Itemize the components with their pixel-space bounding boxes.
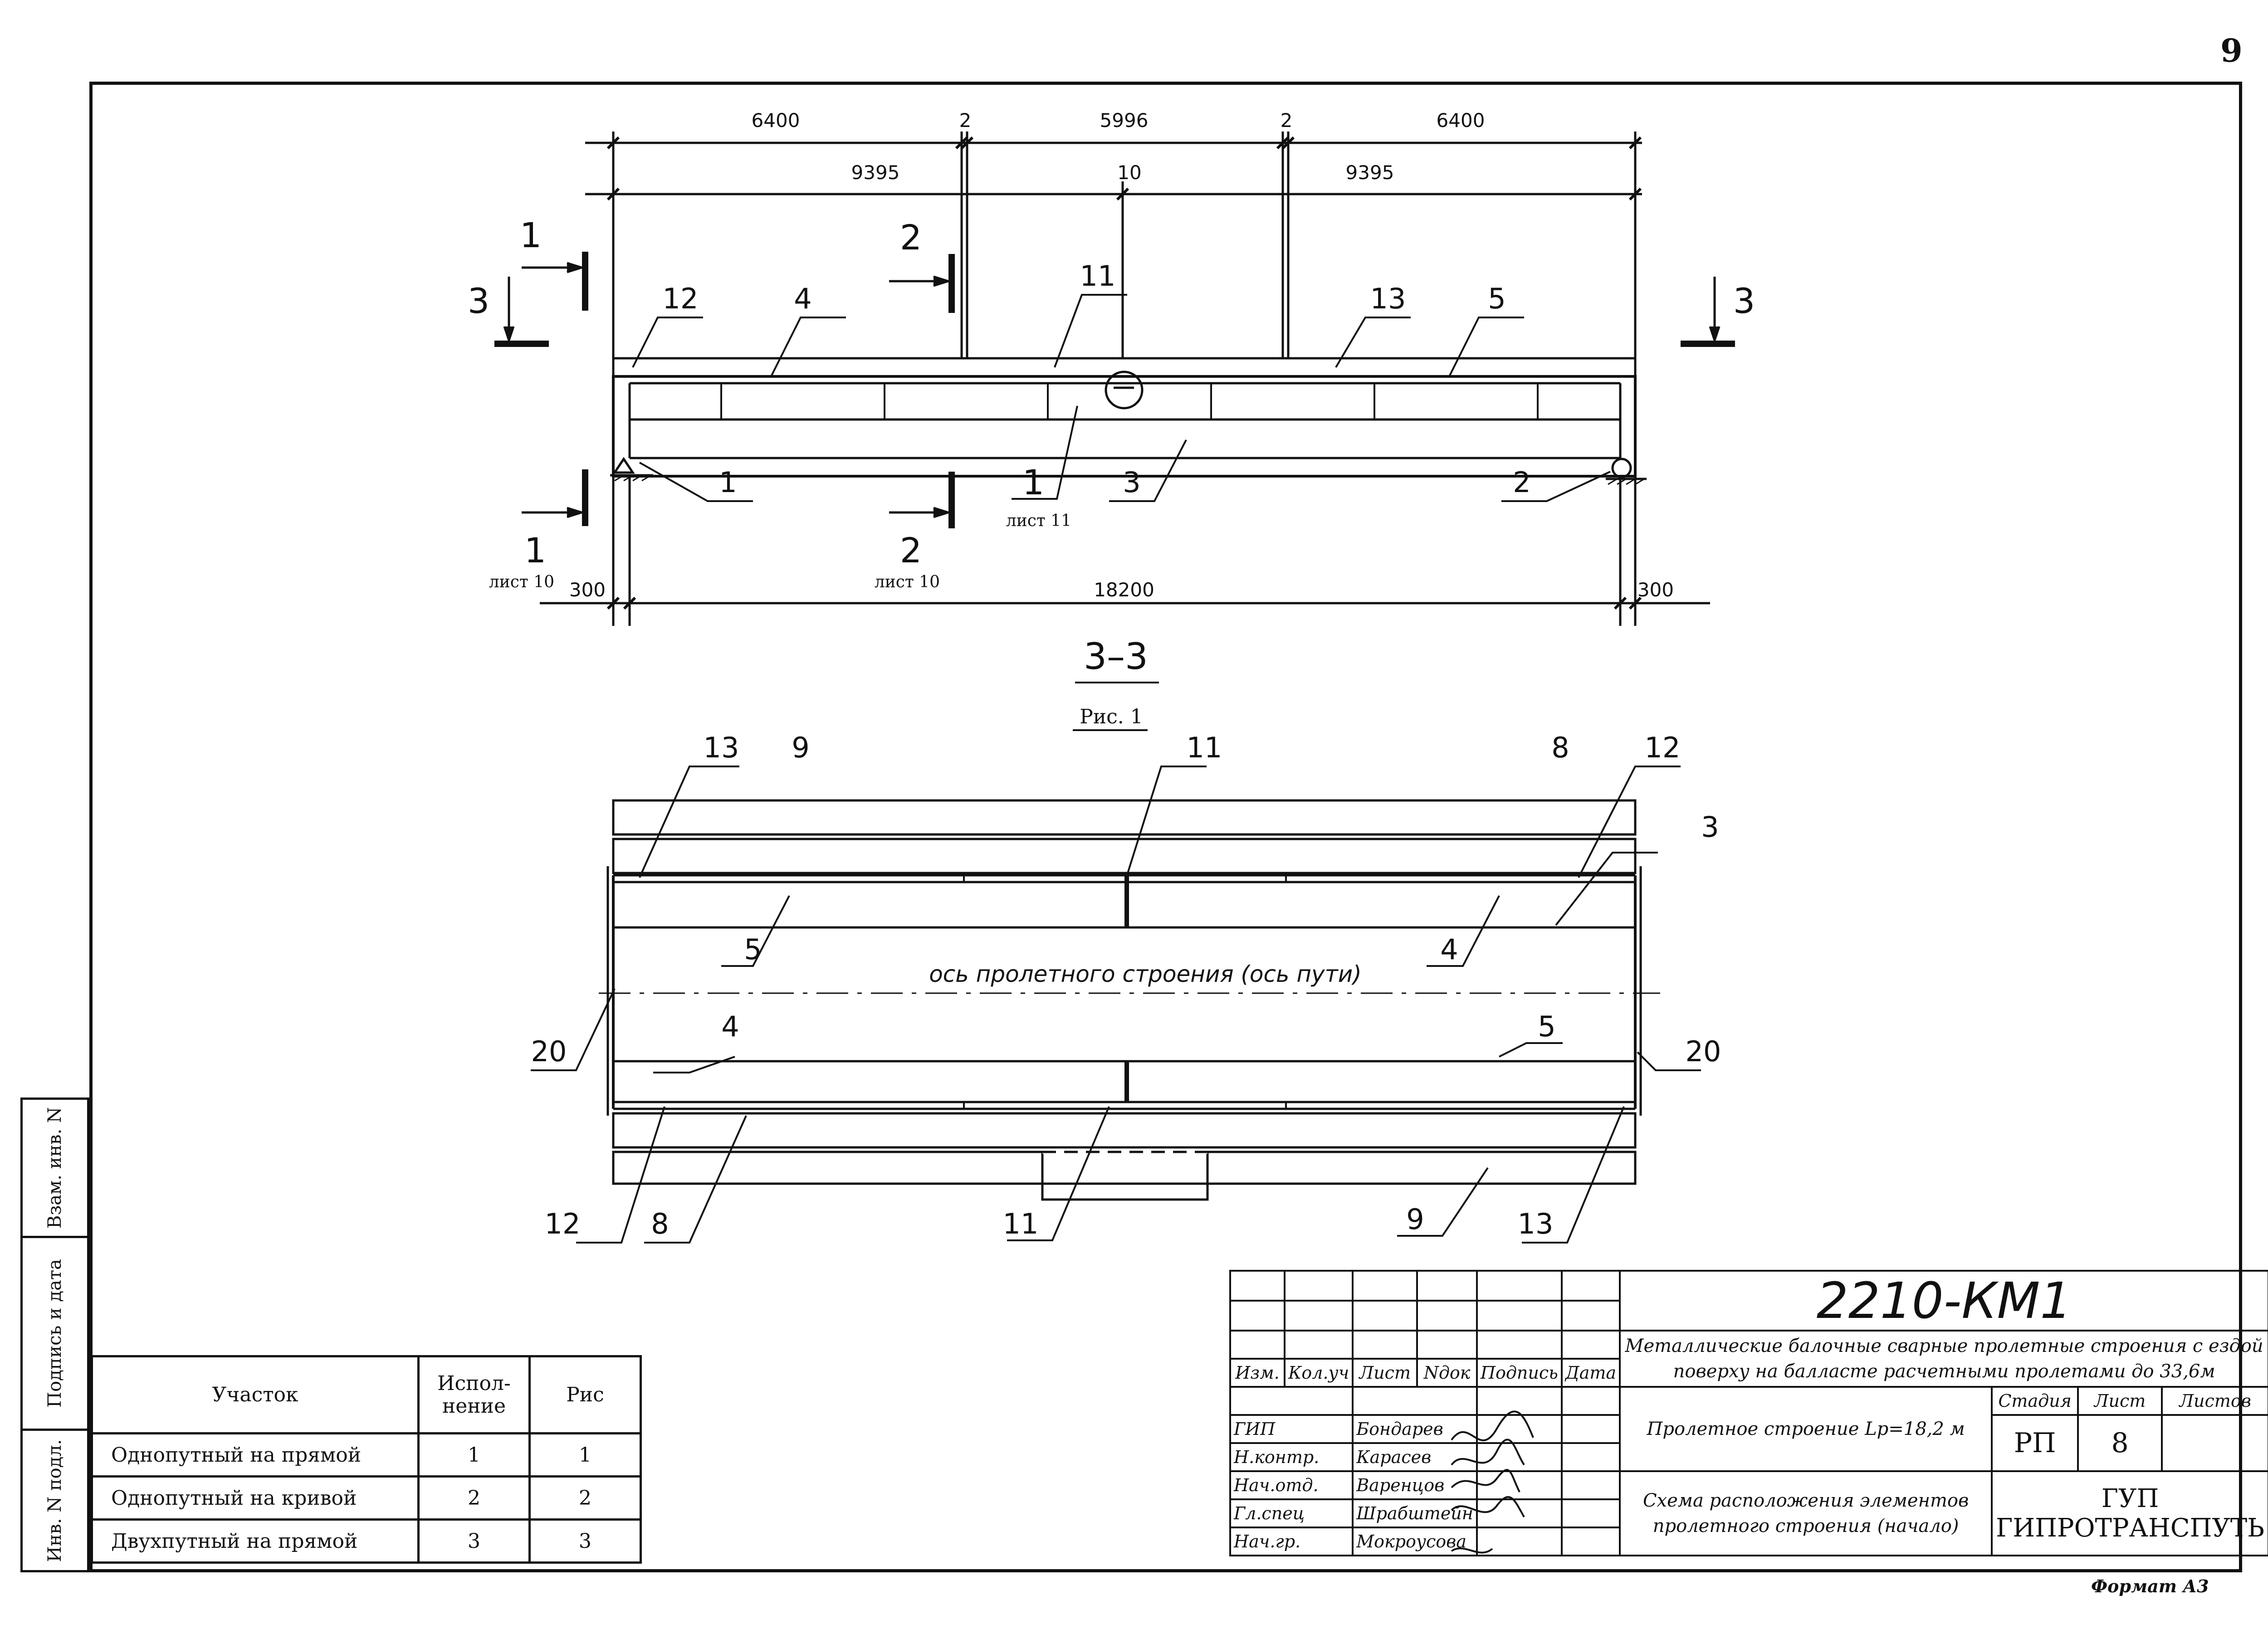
callout-9-plan-top: 9	[792, 731, 809, 764]
staff-role-5: Нач.гр.	[1229, 1527, 1354, 1556]
staff-role-4: Гл.спец	[1229, 1498, 1354, 1528]
callout-1-elev: 1	[719, 466, 737, 499]
dim-second-3: 9395	[1346, 161, 1394, 184]
sheet-value: 8	[2077, 1414, 2163, 1472]
stage-header: Стадия	[1991, 1386, 2079, 1416]
dim-top-5: 6400	[1437, 109, 1485, 132]
callout-13-plan-top: 13	[704, 731, 739, 764]
callout-13-elev: 13	[1370, 282, 1406, 315]
callout-4-plan-lower: 4	[721, 1010, 739, 1043]
callout-5-plan-lower: 5	[1538, 1010, 1555, 1043]
signature-3	[1476, 1470, 1563, 1500]
signature-2	[1476, 1442, 1563, 1472]
staff-role-1: ГИП	[1229, 1414, 1354, 1444]
organization: ГУП ГИПРОТРАНСПУТЬ	[1991, 1470, 2268, 1556]
callout-8-plan-top: 8	[1551, 731, 1569, 764]
legend-row-2-area: Однопутный на кривой	[91, 1475, 420, 1521]
dim-bottom-1: 300	[569, 579, 606, 601]
legend-header-version: Испол- нение	[417, 1355, 531, 1434]
page-number: 9	[2220, 32, 2243, 69]
callout-5-plan-upper: 5	[744, 933, 762, 966]
dim-top-4: 2	[1281, 109, 1293, 132]
sheets-value	[2161, 1414, 2268, 1472]
title-block: 2210-КМ1 Металлические балочные сварные …	[1229, 1270, 2268, 1556]
staff-name-4: Шрабштейн	[1352, 1498, 1478, 1528]
staff-name-1: Бондарев	[1352, 1414, 1478, 1444]
legend-row-1-version: 1	[417, 1432, 531, 1478]
dim-bottom-3: 300	[1637, 579, 1674, 601]
staff-role-3: Нач.отд.	[1229, 1470, 1354, 1500]
signature-1	[1476, 1414, 1563, 1444]
callout-4-elev: 4	[794, 282, 811, 315]
staff-name-3: Варенцов	[1352, 1470, 1478, 1500]
dim-top-3: 5996	[1100, 109, 1149, 132]
sheet-ref-node: лист 11	[1006, 512, 1071, 530]
side-strip-inv: Инв. N подл.	[20, 1429, 89, 1572]
callout-13-plan-bottom: 13	[1518, 1207, 1554, 1240]
callout-5-elev: 5	[1488, 282, 1505, 315]
axis-label: ось пролетного строения (ось пути)	[929, 961, 1362, 987]
section-mark-1-bottom: 1	[524, 530, 546, 571]
staff-role-2: Н.контр.	[1229, 1442, 1354, 1472]
legend-header-area: Участок	[91, 1355, 420, 1434]
legend-row-3-version: 3	[417, 1518, 531, 1564]
legend-row-3-fig: 3	[528, 1518, 642, 1564]
callout-3-elev: 3	[1123, 466, 1140, 499]
section-mark-2-bottom: 2	[900, 530, 922, 571]
callout-12-plan-bottom: 12	[545, 1207, 581, 1240]
legend-row-2-fig: 2	[528, 1475, 642, 1521]
signature-4	[1476, 1498, 1563, 1528]
section-mark-1-top: 1	[520, 215, 542, 255]
sheet-ref-1: лист 10	[489, 573, 554, 591]
legend-row-2-version: 2	[417, 1475, 531, 1521]
staff-name-2: Карасев	[1352, 1442, 1478, 1472]
callout-20-left: 20	[531, 1035, 567, 1068]
section-title: 3–3	[1084, 635, 1148, 678]
staff-name-5: Мокроусова	[1352, 1527, 1478, 1556]
legend-row-1-area: Однопутный на прямой	[91, 1432, 420, 1478]
callout-9-plan-bottom: 9	[1406, 1203, 1424, 1236]
callout-12-plan-top: 12	[1645, 731, 1681, 764]
col-header-ndok: Nдок	[1416, 1358, 1478, 1388]
series-title: Металлические балочные сварные пролетные…	[1619, 1330, 2268, 1388]
sheet-header: Лист	[2077, 1386, 2163, 1416]
dim-second-2: 10	[1117, 161, 1141, 184]
dim-bottom-2: 18200	[1094, 579, 1154, 601]
sheet-ref-2: лист 10	[875, 573, 940, 591]
col-header-kol: Кол.уч	[1283, 1358, 1354, 1388]
callout-11-plan-top: 11	[1187, 731, 1222, 764]
sheet-name: Схема расположения элементов пролетного …	[1619, 1470, 1993, 1556]
callout-2-elev: 2	[1513, 466, 1530, 499]
callout-4-plan-upper: 4	[1440, 933, 1458, 966]
dim-top-2: 2	[959, 109, 972, 132]
callout-11-elev: 11	[1080, 259, 1116, 293]
drawing-code: 2210-КМ1	[1619, 1270, 2268, 1332]
sheets-header: Листов	[2161, 1386, 2268, 1416]
callout-3-plan: 3	[1701, 810, 1719, 844]
callout-8-plan-bottom: 8	[651, 1207, 669, 1240]
section-mark-3-right: 3	[1733, 281, 1755, 321]
callout-12-elev: 12	[663, 282, 699, 315]
node-label: 1	[1022, 462, 1044, 502]
dim-top-1: 6400	[752, 109, 800, 132]
format-label: Формат А3	[2091, 1576, 2209, 1596]
drawing-frame	[89, 82, 2242, 1572]
legend-row-1-fig: 1	[528, 1432, 642, 1478]
section-mark-3-left: 3	[468, 281, 489, 321]
dim-second-1: 9395	[851, 161, 900, 184]
col-header-list: Лист	[1352, 1358, 1418, 1388]
object-name: Пролетное строение Lp=18,2 м	[1619, 1386, 1993, 1472]
callout-11-plan-bottom: 11	[1003, 1207, 1039, 1240]
signature-5	[1476, 1527, 1563, 1556]
section-mark-2-top: 2	[900, 217, 922, 258]
figure-caption: Рис. 1	[1080, 705, 1143, 728]
legend-header-fig: Рис	[528, 1355, 642, 1434]
col-header-data: Дата	[1560, 1358, 1621, 1388]
callout-20-right: 20	[1686, 1035, 1721, 1068]
col-header-izm: Изм.	[1229, 1358, 1286, 1388]
col-header-podpis: Подпись	[1476, 1358, 1563, 1388]
stage-value: РП	[1991, 1414, 2079, 1472]
legend-table: Участок Испол- нение Рис Однопутный на п…	[91, 1355, 642, 1564]
legend-row-3-area: Двухпутный на прямой	[91, 1518, 420, 1564]
